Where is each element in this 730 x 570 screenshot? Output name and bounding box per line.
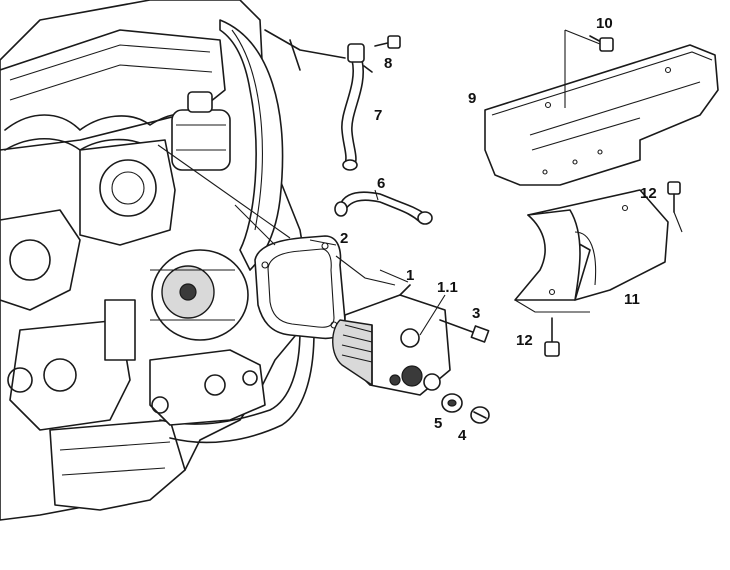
pipe-part-6 <box>334 191 433 225</box>
callout-1-1: 1.1 <box>437 279 458 296</box>
bracket-part-11 <box>514 189 669 313</box>
callout-5: 5 <box>434 415 442 432</box>
bolt-part-8 <box>374 35 401 49</box>
heat-shield-part-9 <box>484 44 719 186</box>
leader-lines <box>157 144 446 336</box>
callout-6: 6 <box>377 175 385 192</box>
coolant-reservoir <box>171 91 231 171</box>
bolt-part-12-lower <box>544 317 560 357</box>
callout-12-lower: 12 <box>516 332 533 349</box>
callout-8: 8 <box>384 55 392 72</box>
callout-11: 11 <box>624 291 640 308</box>
callout-7: 7 <box>374 107 382 124</box>
callout-3: 3 <box>472 305 480 322</box>
callout-4: 4 <box>458 427 467 444</box>
alternator <box>150 249 249 341</box>
bolt-part-12-upper <box>667 181 683 233</box>
gasket-part-2 <box>254 235 346 340</box>
callout-2: 2 <box>340 230 348 247</box>
oil-cooler-part-1 <box>332 284 451 396</box>
washer-part-5 <box>441 393 463 413</box>
hose-part-7 <box>341 43 373 171</box>
engine-block <box>0 0 346 521</box>
callout-12-upper: 12 <box>640 185 657 202</box>
callout-1: 1 <box>406 267 414 284</box>
bolt-part-3 <box>439 319 490 343</box>
plug-part-4 <box>470 406 490 424</box>
callout-labels: 1 1.1 2 3 4 5 6 7 8 9 10 11 12 12 <box>340 15 657 444</box>
callout-9: 9 <box>468 90 476 107</box>
callout-10: 10 <box>596 15 613 32</box>
bolt-part-10 <box>564 29 614 108</box>
